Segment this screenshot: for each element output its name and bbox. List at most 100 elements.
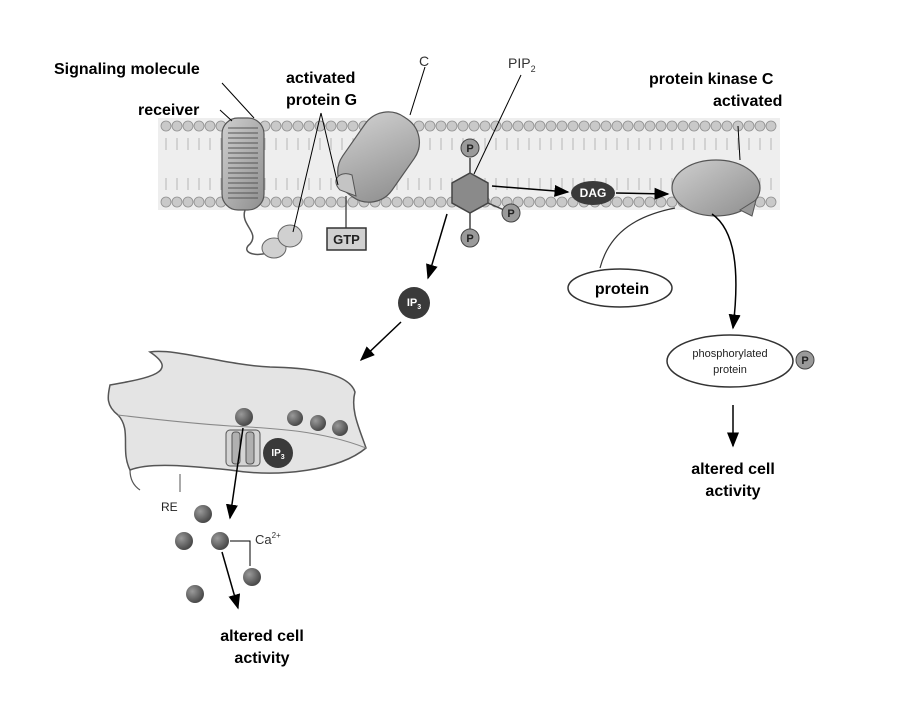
phospholipid-head (721, 120, 733, 132)
phospholipid-head (336, 120, 348, 132)
phospholipid-head (545, 120, 557, 132)
activated-protein-g (335, 111, 420, 228)
stored-calcium-ion (287, 410, 303, 426)
label-altered-right-line1: altered cell (691, 461, 775, 478)
ip3-to-er-arrow (359, 321, 402, 362)
stored-calcium-ion (332, 420, 348, 436)
phospholipid-head (589, 120, 601, 132)
phospholipid-head (523, 196, 535, 208)
phospholipid-head (534, 120, 546, 132)
phospholipid-head (644, 196, 656, 208)
phospholipid-head (567, 120, 579, 132)
phospholipid-head (633, 196, 645, 208)
phospholipid-head (655, 196, 667, 208)
svg-text:P: P (507, 208, 514, 220)
phospholipid-head (413, 196, 425, 208)
phospholipid-head (391, 196, 403, 208)
phospholipid-head (270, 120, 282, 132)
svg-text:P: P (466, 233, 473, 245)
label-altered-left-line1: altered cell (220, 628, 304, 645)
label-calcium: Ca2+ (255, 531, 281, 547)
calcium-ion (194, 505, 212, 523)
label-phosphorylated-line2: protein (713, 364, 747, 376)
label-altered-left-line2: activity (234, 650, 289, 667)
phospholipid-head (292, 120, 304, 132)
phosphate-bottom: P (460, 228, 480, 248)
label-pip2: PIP2 (508, 55, 536, 74)
phospholipid-head (160, 196, 172, 208)
phosphate-right: P (501, 203, 521, 223)
phospholipid-head (622, 196, 634, 208)
label-protein: protein (595, 281, 649, 298)
receptor (221, 117, 303, 259)
phospholipid-head (303, 196, 315, 208)
phospholipid-head (281, 120, 293, 132)
phospholipid-head (622, 120, 634, 132)
label-phosphorylated-line1: phosphorylated (692, 348, 767, 360)
phospholipid-head (611, 120, 623, 132)
phospholipid-head (765, 196, 777, 208)
phospholipid-head (204, 196, 216, 208)
phospholipid-head (171, 196, 183, 208)
phospholipid-head (633, 120, 645, 132)
phospholipid-head (171, 120, 183, 132)
phospholipid-head (336, 196, 348, 208)
phospholipid-head (193, 120, 205, 132)
gtp-box (326, 227, 367, 251)
label-signaling-molecule: Signaling molecule (54, 61, 200, 78)
label-receiver: receiver (138, 102, 199, 119)
calcium-ion (211, 532, 229, 550)
phospholipid-head (666, 120, 678, 132)
pip2-to-ip3-arrow (426, 213, 448, 280)
protein-oval (567, 268, 673, 308)
phospholipid-head (314, 196, 326, 208)
phospholipid-head (446, 120, 458, 132)
phospholipid-head (677, 120, 689, 132)
phospholipid-head (688, 120, 700, 132)
phospholipid-head (699, 120, 711, 132)
phospholipid-head (325, 196, 337, 208)
ip3-molecule (398, 287, 430, 319)
label-c: C (419, 53, 429, 69)
phospholipid-head (765, 120, 777, 132)
calcium-ion (243, 568, 261, 586)
phospholipid-head (270, 196, 282, 208)
phospholipid-head (600, 120, 612, 132)
gtp-label: GTP (333, 232, 360, 247)
label-activated-protein-g-line1: activated (286, 70, 355, 87)
phospholipid-head (457, 120, 469, 132)
phospholipid-head (501, 120, 513, 132)
stored-calcium-ion (310, 415, 326, 431)
phospholipid-head (512, 120, 524, 132)
dag-to-pkc-arrow (615, 187, 670, 200)
phospholipid-head (490, 120, 502, 132)
pip2-molecule (451, 158, 505, 229)
phospholipid-head (710, 120, 722, 132)
phospholipid-head (204, 120, 216, 132)
pkc-to-protein-line (599, 207, 676, 269)
protein-kinase-c (671, 159, 761, 217)
phospholipid-head (193, 196, 205, 208)
label-pkc-line1: protein kinase C (649, 71, 774, 88)
phosphorylated-protein-oval (666, 334, 794, 388)
calcium-ion-in-channel (235, 408, 253, 426)
phospholipid-head (655, 120, 667, 132)
phospholipid-head (644, 120, 656, 132)
phospholipid-head (435, 120, 447, 132)
phospholipid-head (281, 196, 293, 208)
calcium-bracket (230, 540, 251, 566)
svg-text:P: P (466, 143, 473, 155)
calcium-ion (186, 585, 204, 603)
phospholipid-head (556, 196, 568, 208)
label-activated-protein-g-line2: protein G (286, 92, 357, 109)
phosphate-top: P (460, 138, 480, 158)
pip2-to-dag-arrow (491, 184, 570, 197)
phospholipid-head (435, 196, 447, 208)
phospholipid-head (182, 196, 194, 208)
calcium-ion (175, 532, 193, 550)
phospholipid-head (578, 120, 590, 132)
label-altered-right-line2: activity (705, 483, 760, 500)
phospholipid-head (611, 196, 623, 208)
ip3-bound-molecule (263, 438, 293, 468)
